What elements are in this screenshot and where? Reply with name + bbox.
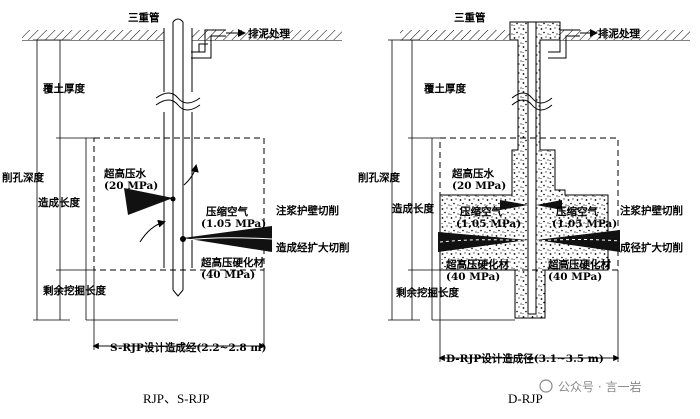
right-water-label: 超高压水 (451, 167, 494, 180)
right-harden-right-pressure: (40 MPa) (548, 271, 602, 283)
left-ground-surface (22, 30, 342, 41)
left-column-outline (93, 137, 265, 271)
right-diameter-label: D-RJP设计造成径(3.1~3.5 m) (446, 352, 604, 365)
right-jets (438, 200, 621, 252)
left-air-label: 压缩空气 (206, 205, 248, 218)
left-mud-label: 排泥处理 (248, 27, 290, 40)
left-mud-pipe (191, 29, 246, 59)
right-expand-label: 成径扩大切削 (620, 241, 683, 254)
right-diagram: 三重管 排泥处理 覆土厚度 削孔深度 造成长度 超高压水 (20 MPa) 压缩… (358, 11, 690, 406)
right-remain-label: 剩余挖掘长度 (396, 286, 459, 299)
left-drill-depth-label: 削孔深度 (2, 171, 44, 184)
right-triple-pipe (511, 21, 553, 315)
left-air-pressure: (1.05 MPa) (201, 218, 266, 230)
watermark-text: 公众号 · 言一岩 (558, 379, 641, 394)
left-caption: RJP、S-RJP (143, 391, 209, 406)
right-mud-label: 排泥处理 (598, 27, 640, 40)
left-diameter-label: S-RJP设计造成经(2.2~2.8 m) (110, 341, 266, 354)
right-harden-right-label: 超高压硬化材 (547, 258, 611, 271)
left-water-label: 超高压水 (103, 167, 146, 180)
right-harden-left-label: 超高压硬化材 (445, 258, 509, 271)
left-diagram: 三重管 排泥处理 覆土厚度 削孔深度 造成长度 超高压水 (20 MPa) 压缩… (2, 11, 350, 406)
left-jets (124, 164, 273, 252)
right-pipe-label: 三重管 (454, 11, 486, 24)
left-cover-label: 覆土厚度 (43, 82, 85, 95)
left-pipe-label: 三重管 (128, 11, 160, 24)
left-triple-pipe (155, 18, 201, 297)
left-wall-label: 注浆护壁切削 (276, 204, 339, 217)
right-air-left-pressure: (1.05 MPa) (456, 218, 521, 230)
left-length-label: 造成长度 (38, 196, 80, 209)
left-harden-label: 超高压硬化材 (200, 256, 264, 269)
right-column-outline (439, 137, 619, 271)
right-air-left-label: 压缩空气 (460, 205, 502, 218)
wechat-icon (539, 379, 553, 393)
right-caption: D-RJP (508, 391, 543, 406)
right-mud-pipe (548, 29, 598, 59)
right-wall-label: 注浆护壁切削 (620, 204, 683, 217)
left-remain-label: 剩余挖掘长度 (43, 284, 106, 297)
left-harden-pressure: (40 MPa) (201, 269, 255, 281)
left-dimensions (33, 39, 266, 350)
left-water-pressure: (20 MPa) (104, 180, 158, 192)
right-harden-left-pressure: (40 MPa) (446, 271, 500, 283)
watermark: 公众号 · 言一岩 (539, 379, 641, 394)
right-air-right-pressure: (1.05 MPa) (552, 218, 617, 230)
right-dimensions (388, 39, 620, 362)
left-expand-label: 造成经扩大切削 (276, 241, 350, 254)
right-water-pressure: (20 MPa) (452, 180, 506, 192)
right-drill-depth-label: 削孔深度 (358, 171, 400, 184)
right-cover-label: 覆土厚度 (424, 82, 466, 95)
right-length-label: 造成长度 (392, 202, 434, 215)
right-air-right-label: 压缩空气 (556, 205, 598, 218)
